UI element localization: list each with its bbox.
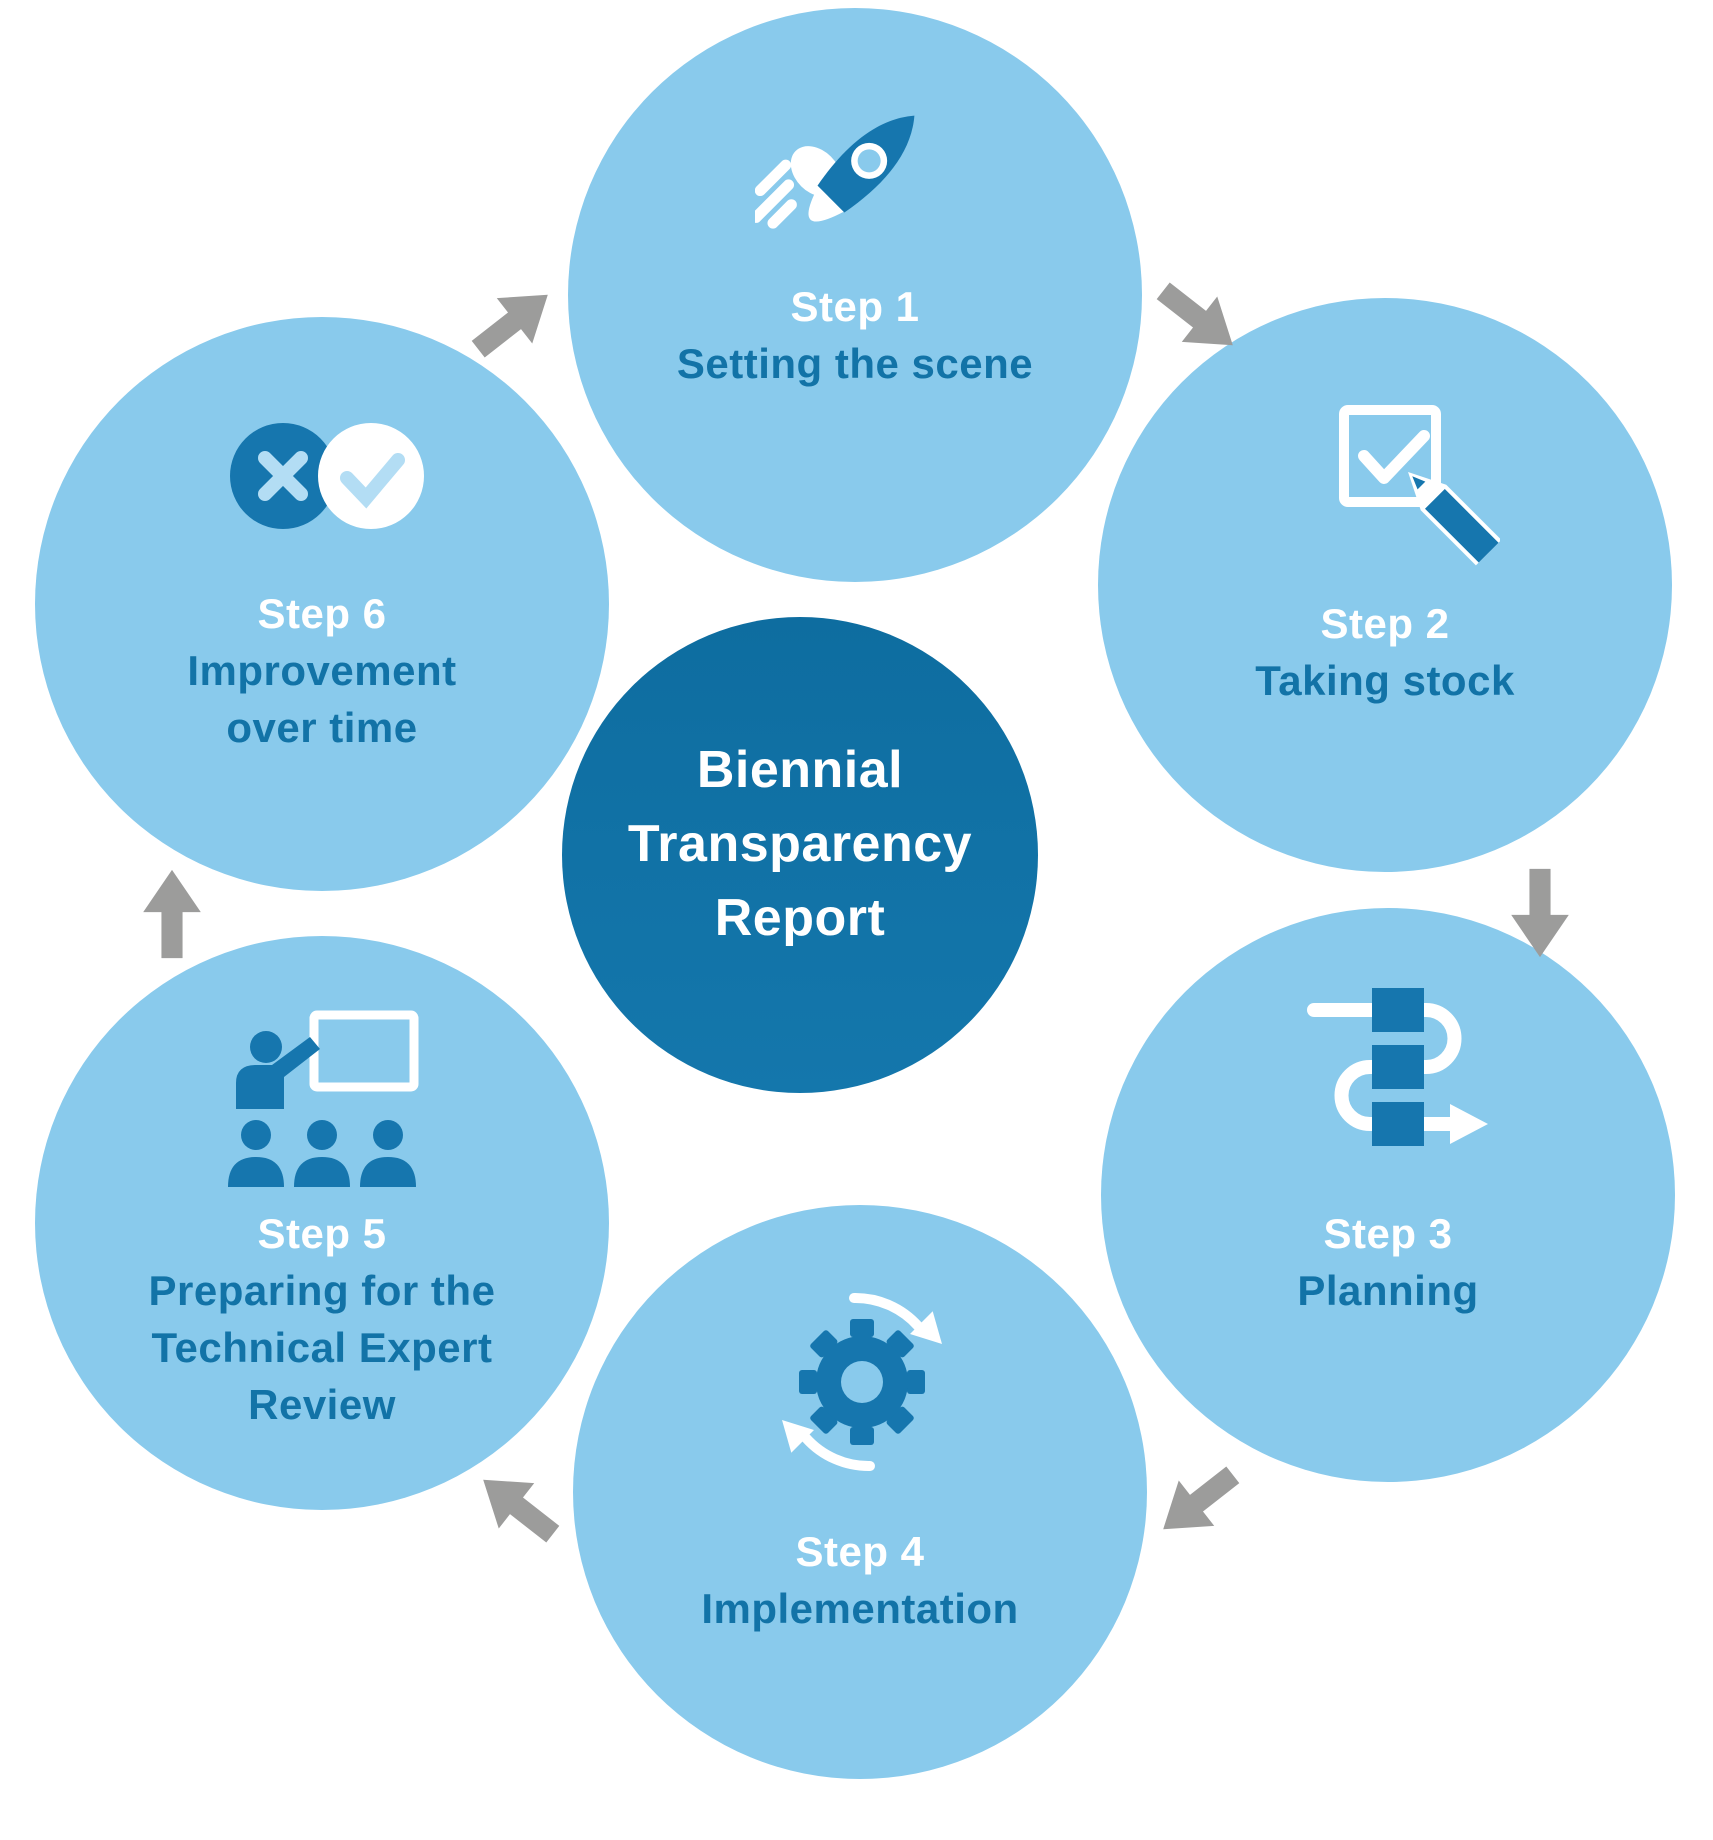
- step-6-circle: Step 6 Improvement over time: [35, 317, 609, 891]
- arrow-step3-to-step4-icon: [1140, 1447, 1255, 1557]
- center-title: Biennial Transparency Report: [627, 741, 973, 947]
- arrow-step4-to-step5-icon: [460, 1452, 575, 1562]
- step-5-circle: Step 5 Preparing for the Technical Exper…: [35, 936, 609, 1510]
- arrow-step5-to-step6-icon: [140, 866, 204, 962]
- arrow-step6-to-step1-icon: [455, 267, 570, 377]
- step-1-text: Step 1 Setting the scene: [568, 278, 1142, 392]
- step-6-label: Step 6: [257, 590, 387, 637]
- arrow-step1-to-step2-icon: [1140, 263, 1255, 373]
- step-3-text: Step 3 Planning: [1101, 1205, 1675, 1319]
- arrow-step2-to-step3-icon: [1508, 865, 1572, 961]
- rocket-icon: [755, 115, 915, 229]
- step-3-circle: Step 3 Planning: [1101, 908, 1675, 1482]
- step-4-label: Step 4: [795, 1528, 925, 1575]
- step-5-sublabel: Preparing for the Technical Expert Revie…: [148, 1267, 496, 1428]
- cross-check-icon: [230, 423, 424, 529]
- step-5-text: Step 5 Preparing for the Technical Exper…: [35, 1205, 609, 1433]
- step-2-label: Step 2: [1320, 600, 1450, 647]
- step-5-label: Step 5: [257, 1210, 387, 1257]
- step-1-sublabel: Setting the scene: [676, 340, 1034, 387]
- step-4-sublabel: Implementation: [701, 1585, 1019, 1632]
- step-4-text: Step 4 Implementation: [573, 1523, 1147, 1637]
- checkbox-pencil-icon: [1339, 405, 1500, 566]
- process-flow-icon: [1307, 988, 1488, 1146]
- step-1-circle: Step 1 Setting the scene: [568, 8, 1142, 582]
- step-2-text: Step 2 Taking stock: [1098, 595, 1672, 709]
- step-6-text: Step 6 Improvement over time: [35, 585, 609, 756]
- step-2-circle: Step 2 Taking stock: [1098, 298, 1672, 872]
- step-3-sublabel: Planning: [1297, 1267, 1479, 1314]
- step-4-circle: Step 4 Implementation: [573, 1205, 1147, 1779]
- step-1-label: Step 1: [790, 283, 920, 330]
- step-2-sublabel: Taking stock: [1255, 657, 1515, 704]
- step-6-sublabel: Improvement over time: [187, 647, 457, 751]
- gear-sync-icon: [782, 1292, 942, 1472]
- step-3-label: Step 3: [1323, 1210, 1453, 1257]
- center-circle: Biennial Transparency Report: [562, 617, 1038, 1093]
- presentation-icon: [228, 1010, 419, 1187]
